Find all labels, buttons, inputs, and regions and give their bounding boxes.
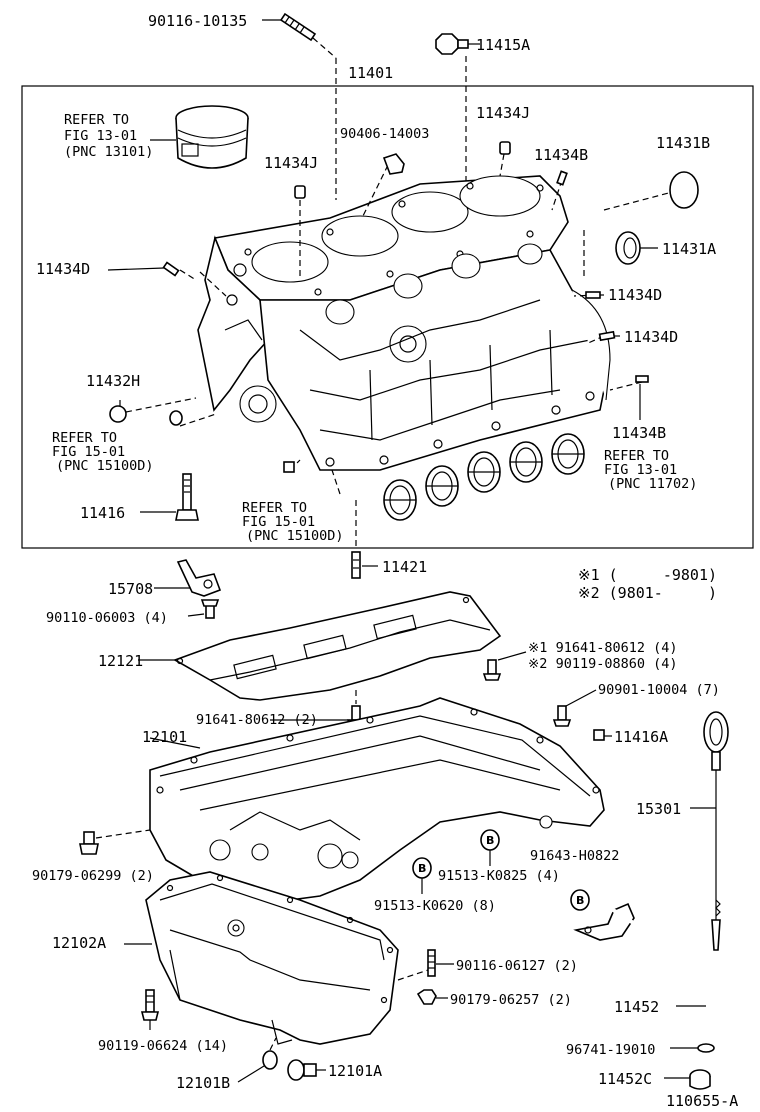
bolt-91641-80612-4 <box>482 659 502 681</box>
stud-90116-06127 <box>427 949 436 977</box>
label-11421: 11421 <box>382 558 427 576</box>
dipstick-15301 <box>703 711 729 951</box>
stud-11421 <box>351 551 361 579</box>
pin-11434D-a <box>162 261 180 277</box>
label-90119-06624: 90119-06624 (14) <box>98 1038 228 1054</box>
label-refer-fig15-a2: FIG 15-01 <box>52 444 125 460</box>
bolt-11416 <box>175 473 199 521</box>
cylinder-block-11401 <box>197 175 611 471</box>
label-11452C: 11452C <box>598 1070 652 1088</box>
label-11415A: 11415A <box>476 36 530 54</box>
label-91641-80612-4: ※1 91641-80612 (4) <box>528 640 677 656</box>
b-marker-91513-K0620: B <box>412 857 432 879</box>
label-11431A: 11431A <box>662 240 716 258</box>
seal-11431A <box>615 231 641 265</box>
oil-pan-lower-12102A <box>145 871 399 1045</box>
label-90901-10004: 90901-10004 (7) <box>598 682 720 698</box>
label-note2: ※2 (9801- ) <box>578 584 717 602</box>
crank-bearings <box>383 433 585 521</box>
plug-11432H <box>109 405 183 426</box>
label-11431B: 11431B <box>656 134 710 152</box>
label-91513-K0620: 91513-K0620 (8) <box>374 898 496 914</box>
label-96741-19010: 96741-19010 <box>566 1042 655 1058</box>
label-11452: 11452 <box>614 998 659 1016</box>
label-90179-06257: 90179-06257 (2) <box>450 992 572 1008</box>
pin-11434D-b <box>585 291 601 299</box>
label-90116-10135: 90116-10135 <box>148 12 247 30</box>
pin-11434B-a <box>556 170 568 186</box>
marker-b-label-3: B <box>576 894 584 907</box>
label-12121: 12121 <box>98 652 143 670</box>
o-ring-96741-19010 <box>697 1043 715 1053</box>
pin-11434J-a <box>294 185 306 199</box>
pin-11434D-c <box>598 330 616 342</box>
label-11416A: 11416A <box>614 728 668 746</box>
label-12101B: 12101B <box>176 1074 230 1092</box>
stud-bolt-90116-10135 <box>279 12 337 200</box>
gasket-12101B <box>262 1050 278 1070</box>
b-marker-91643-H0822: B <box>570 889 590 911</box>
label-note1: ※1 ( -9801) <box>578 566 717 584</box>
bracket-15708 <box>176 559 222 597</box>
label-12102A: 12102A <box>52 934 106 952</box>
label-15708: 15708 <box>108 580 153 598</box>
bolt-90119-06624 <box>140 989 160 1021</box>
label-refer-fig13-b2: FIG 13-01 <box>604 462 677 478</box>
bolt-90901-10004 <box>552 705 572 727</box>
label-90110-06003: 90110-06003 (4) <box>46 610 168 626</box>
label-15301: 15301 <box>636 800 681 818</box>
label-refer-fig15-b2: FIG 15-01 <box>242 514 315 530</box>
label-11434D-b: 11434D <box>608 286 662 304</box>
label-11434D-a: 11434D <box>36 260 90 278</box>
nut-90179-06299 <box>79 831 99 855</box>
label-11401: 11401 <box>348 64 393 82</box>
plug-11415A <box>435 33 469 190</box>
marker-b-label-2: B <box>418 862 426 875</box>
label-91643-H0822: 91643-H0822 <box>530 848 619 864</box>
block-group-frame <box>21 85 754 549</box>
label-refer-fig15-a1: REFER TO <box>52 430 117 446</box>
nut-90179-06257 <box>416 989 437 1005</box>
label-12101A: 12101A <box>328 1062 382 1080</box>
baffle-plate-12121 <box>173 591 502 701</box>
label-refer-fig15-b1: REFER TO <box>242 500 307 516</box>
dipstick-guide-11452 <box>573 902 718 1042</box>
label-11434B-a: 11434B <box>534 146 588 164</box>
label-90116-06127: 90116-06127 (2) <box>456 958 578 974</box>
label-11416: 11416 <box>80 504 125 522</box>
marker-b-label-1: B <box>486 834 494 847</box>
bolt-90110-06003 <box>200 599 220 619</box>
drain-plug-12101A <box>287 1059 317 1081</box>
cap-11452C <box>689 1069 711 1090</box>
oil-jet-90406-14003 <box>382 153 405 175</box>
plug-11431B <box>669 171 699 209</box>
label-refer-fig13-a3: (PNC 13101) <box>64 144 153 160</box>
b-marker-91513-K0825: B <box>480 829 500 851</box>
label-refer-fig13-b1: REFER TO <box>604 448 669 464</box>
label-91641-80612-2: 91641-80612 (2) <box>196 712 318 728</box>
label-90406-14003: 90406-14003 <box>340 126 429 142</box>
label-11434J-b: 11434J <box>476 104 530 122</box>
piston-icon <box>150 105 249 169</box>
label-12101: 12101 <box>142 728 187 746</box>
label-90179-06299: 90179-06299 (2) <box>32 868 154 884</box>
pin-11434B-b <box>635 375 649 383</box>
label-refer-fig15-a3: (PNC 15100D) <box>56 458 154 474</box>
pin-11434J-b <box>499 141 511 155</box>
label-refer-fig13-b3: (PNC 11702) <box>608 476 697 492</box>
label-refer-fig13-a2: FIG 13-01 <box>64 128 137 144</box>
label-90119-08860: ※2 90119-08860 (4) <box>528 656 677 672</box>
label-refer-fig15-b3: (PNC 15100D) <box>246 528 344 544</box>
label-11434B-b: 11434B <box>612 424 666 442</box>
plug-11416A <box>593 729 605 741</box>
label-refer-fig13-a1: REFER TO <box>64 112 129 128</box>
label-91513-K0825: 91513-K0825 (4) <box>438 868 560 884</box>
figure-id: 110655-A <box>666 1092 738 1110</box>
label-11434J-a: 11434J <box>264 154 318 172</box>
label-11432H: 11432H <box>86 372 140 390</box>
label-11434D-c: 11434D <box>624 328 678 346</box>
pin-lower <box>283 461 295 473</box>
